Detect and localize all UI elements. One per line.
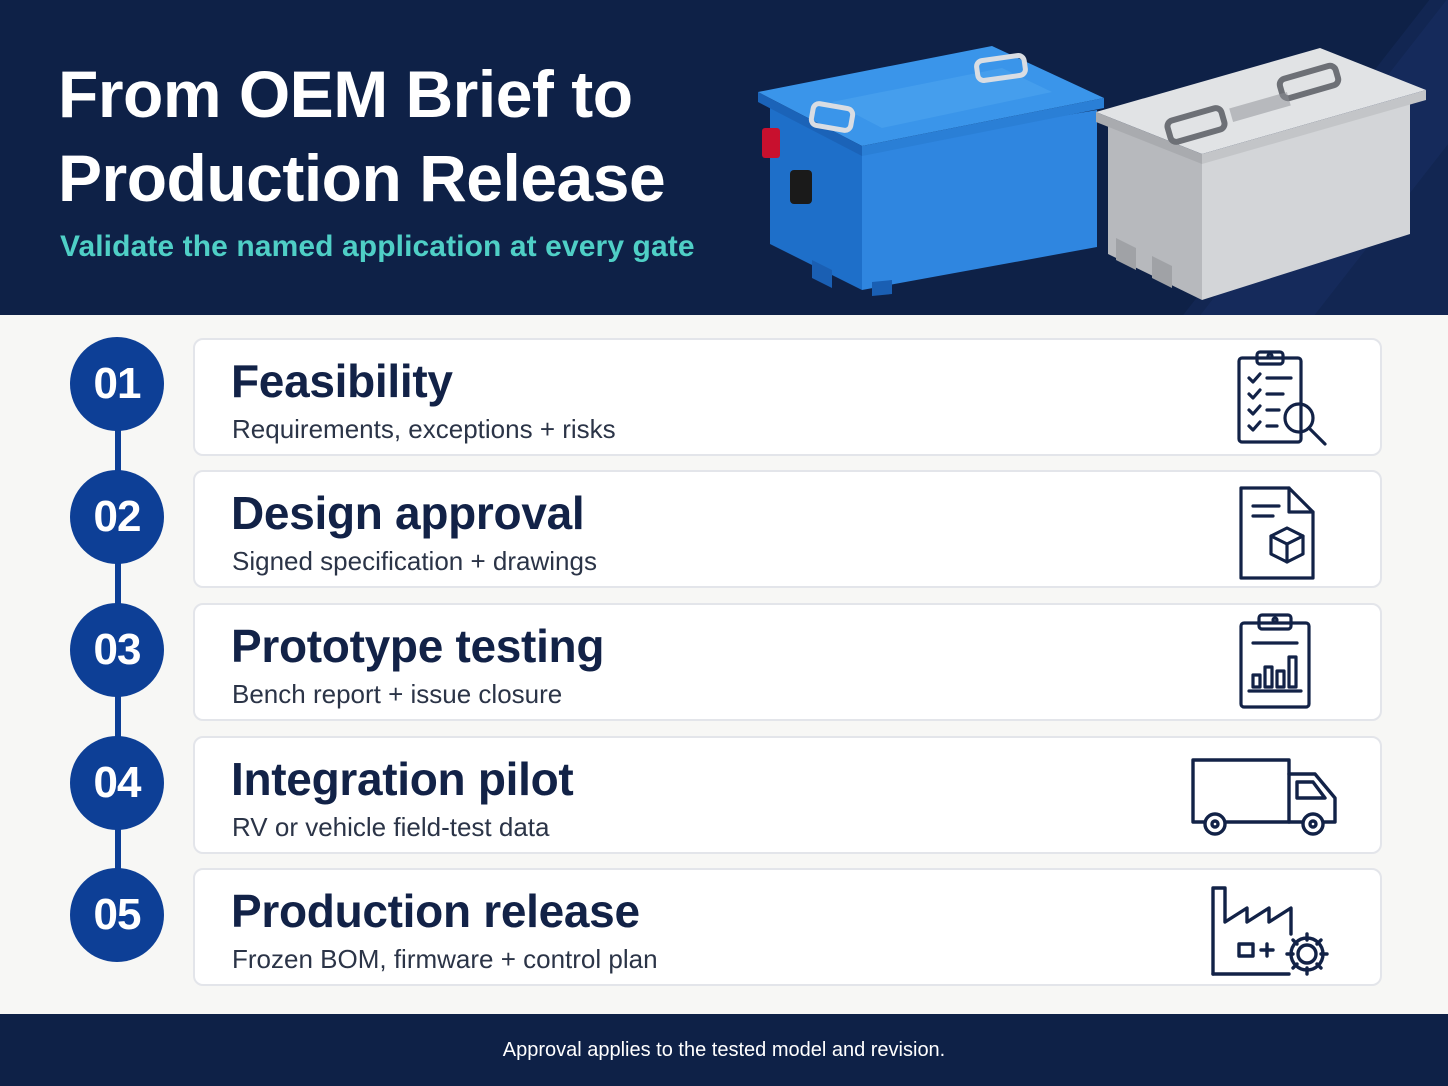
step-title: Design approval <box>231 487 585 539</box>
step-card-integration-pilot: Integration pilot RV or vehicle field-te… <box>193 736 1382 854</box>
blue-battery-image <box>758 46 1104 296</box>
step-number-badge: 03 <box>70 603 164 697</box>
hero-banner: From OEM Brief to Production Release Val… <box>0 0 1448 315</box>
step-card-feasibility: Feasibility Requirements, exceptions + r… <box>193 338 1382 456</box>
gray-battery-image <box>1096 48 1426 300</box>
step-card-production-release: Production release Frozen BOM, firmware … <box>193 868 1382 986</box>
step-description: Frozen BOM, firmware + control plan <box>232 944 658 974</box>
step-card-prototype-testing: Prototype testing Bench report + issue c… <box>193 603 1382 721</box>
step-description: Signed specification + drawings <box>232 546 597 576</box>
step-title: Prototype testing <box>231 620 605 672</box>
step-description: RV or vehicle field-test data <box>232 812 550 842</box>
step-number-badge: 04 <box>70 736 164 830</box>
page-subtitle: Validate the named application at every … <box>60 230 695 263</box>
step-title: Integration pilot <box>231 753 574 805</box>
checklist-magnifier-icon <box>1237 350 1327 446</box>
truck-icon <box>1191 758 1337 836</box>
step-description: Requirements, exceptions + risks <box>232 414 616 444</box>
step-title: Production release <box>231 885 640 937</box>
factory-gear-icon <box>1211 886 1329 976</box>
footer-note: Approval applies to the tested model and… <box>502 1038 946 1061</box>
step-title: Feasibility <box>231 355 453 407</box>
document-cube-icon <box>1239 486 1315 580</box>
step-number-badge: 02 <box>70 470 164 564</box>
title-line-1: From OEM Brief to <box>58 57 633 131</box>
step-description: Bench report + issue closure <box>232 679 563 709</box>
step-card-design-approval: Design approval Signed specification + d… <box>193 470 1382 588</box>
footer-bar: Approval applies to the tested model and… <box>0 1014 1448 1086</box>
clipboard-chart-icon <box>1239 613 1311 709</box>
step-number-badge: 05 <box>70 868 164 962</box>
page-title: From OEM Brief to Production Release <box>58 52 738 220</box>
title-line-2: Production Release <box>58 141 666 215</box>
step-number-badge: 01 <box>70 337 164 431</box>
